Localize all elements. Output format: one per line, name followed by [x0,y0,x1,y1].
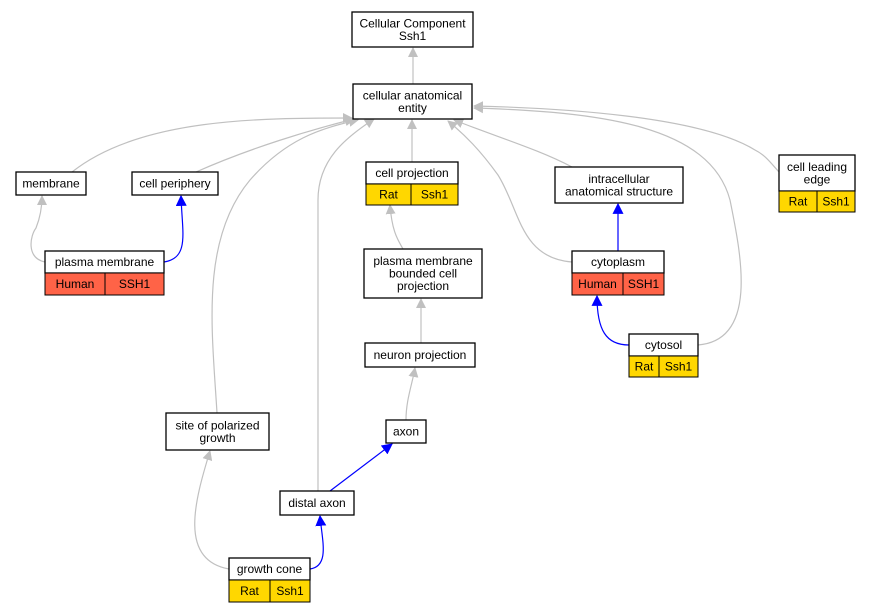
annotation-gene-cell [104,272,165,296]
edge-periphery-to-cae-is-a [195,116,355,173]
edge-pmbcp-to-projection-is-a [385,204,404,250]
edge-polarized-to-cae-is-a [211,116,359,414]
node-label-line: plasma membrane [373,254,473,268]
node-box [352,83,473,120]
node-label-line: axon [393,425,419,439]
edge-cytoplasm-to-cae-is-a [447,120,573,263]
annotation-gene-cell [658,355,699,378]
edge-cytosol-to-cytoplasm-part-of [591,294,630,346]
edge-membrane-to-cae-is-a [71,113,353,173]
annotation-gene: Ssh1 [421,188,449,202]
annotation-gene: SSH1 [119,277,151,291]
node-box [15,171,87,196]
edge-plasma-to-membrane-is-a [30,195,47,263]
annotation-gene: SSH1 [628,277,660,291]
node-label-line: site of polarized [175,418,259,432]
node-label-line: intracellular [588,172,649,186]
edge-axon-to-neuronproj-is-a [405,367,419,421]
annotation-gene: Ssh1 [276,584,304,598]
annotation-row: Rat Ssh1 [365,183,459,206]
edge-distal-to-cae-is-a [317,118,375,491]
node-distal[interactable]: distal axon [279,490,355,516]
annotation-row: Human SSH1 [571,272,665,296]
annotation-gene-cell [269,579,311,603]
node-box [279,490,355,516]
edge-cytosol-to-cae-is-a [473,103,742,346]
annotation-row: Rat Ssh1 [628,355,699,378]
node-label-line: cell leading [787,160,847,174]
node-box [131,171,219,196]
annotation-row: Rat Ssh1 [778,190,856,213]
edge-growthcone-to-distal-part-of [309,514,327,570]
annotation-species: Rat [240,584,259,598]
node-box [554,166,684,204]
node-label-line: Cellular Component [359,16,466,30]
node-membrane[interactable]: membrane [15,171,87,196]
annotation-gene-cell [816,190,856,213]
edges-layer [30,47,780,570]
node-periphery[interactable]: cell periphery [131,171,219,196]
annotation-species: Human [578,277,617,291]
node-label-line: distal axon [288,496,345,510]
node-box [364,342,476,368]
edge-growthcone-to-polarized-is-a [194,450,230,570]
node-label-line: cytoplasm [591,255,645,269]
node-label-line: anatomical structure [565,184,673,198]
node-box [363,248,483,299]
annotation-row: Human SSH1 [44,272,165,296]
node-label-line: bounded cell [389,267,457,281]
node-label-line: growth cone [237,562,303,576]
node-label-line: plasma membrane [55,255,155,269]
annotation-species: Rat [789,195,808,209]
edge-leading-to-cae-is-a [473,101,780,173]
node-label-line: neuron projection [374,348,467,362]
edge-distal-to-axon-part-of [329,443,393,492]
node-label-line: membrane [22,177,80,191]
node-box [385,419,427,444]
edge-intracell-to-cae-is-a [453,118,573,168]
node-box [778,154,856,192]
annotation-species: Rat [635,360,654,374]
node-neuronproj[interactable]: neuron projection [364,342,476,368]
node-label-line: cell projection [375,166,448,180]
node-label-line: cellular anatomical [363,88,462,102]
annotation-gene: Ssh1 [822,195,850,209]
annotation-row: Rat Ssh1 [228,579,311,603]
node-label-line: growth [199,431,235,445]
edge-plasma-to-periphery-part-of [163,194,187,263]
annotation-gene-cell [622,272,665,296]
node-label-line: cytosol [645,338,682,352]
node-box [351,11,474,48]
node-axon[interactable]: axon [385,419,427,444]
node-label-line: projection [397,279,449,293]
annotation-species: Rat [379,188,398,202]
node-label-line: edge [804,172,831,186]
annotation-species: Human [56,277,95,291]
node-label-line: entity [398,101,427,115]
node-box [165,412,270,451]
node-label-line: cell periphery [139,177,210,191]
annotation-gene: Ssh1 [665,360,693,374]
annotation-gene-cell [410,183,459,206]
node-label-line: Ssh1 [399,29,427,43]
